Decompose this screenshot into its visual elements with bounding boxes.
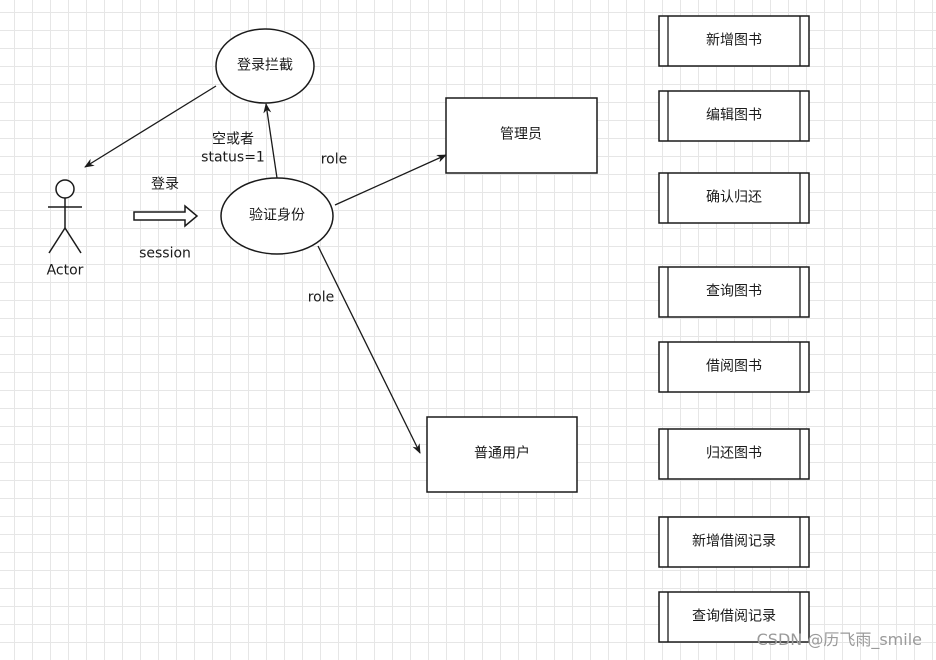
function-box-outline (658, 90, 810, 142)
function-box-outline (658, 15, 810, 67)
actor-label: Actor (46, 262, 84, 279)
actor-figure (48, 179, 82, 254)
function-box-label: 归还图书 (706, 445, 762, 462)
verify-to-user-arrow (317, 245, 421, 454)
verify-to-admin-arrow (334, 154, 447, 206)
verify-label: 验证身份 (249, 207, 305, 224)
function-box-outline (658, 516, 810, 568)
function-box (658, 341, 810, 393)
function-box (658, 90, 810, 142)
function-box-outline (658, 341, 810, 393)
actor-head (55, 179, 75, 199)
actor-right-leg (64, 227, 82, 254)
function-box-label: 编辑图书 (706, 107, 762, 124)
watermark: CSDN @历飞雨_smile (756, 630, 922, 649)
function-box-label: 查询图书 (706, 283, 762, 300)
function-box-outline (658, 428, 810, 480)
function-box (658, 516, 810, 568)
login-hollow-arrow (133, 204, 199, 228)
function-box-outline (658, 266, 810, 318)
verify-to-intercept-arrow (263, 103, 278, 179)
user-label: 普通用户 (474, 445, 530, 462)
function-box-label: 新增图书 (706, 32, 762, 49)
user-box (426, 416, 578, 493)
admin-label: 管理员 (500, 126, 542, 143)
login-label: 登录 (151, 176, 179, 193)
function-box (658, 266, 810, 318)
function-boxes (658, 15, 810, 643)
function-box-outline (658, 172, 810, 224)
role-admin-label: role (320, 151, 348, 168)
intercept-condition-line1: 空或者 (212, 131, 254, 148)
intercept-to-actor-arrow (84, 85, 217, 168)
function-box-label: 借阅图书 (706, 358, 762, 375)
function-box-outline (658, 591, 810, 643)
function-box (658, 15, 810, 67)
intercept-condition-line2: status=1 (201, 149, 265, 166)
function-box (658, 172, 810, 224)
actor-left-leg (48, 227, 66, 254)
intercept-label: 登录拦截 (237, 57, 293, 74)
function-box (658, 591, 810, 643)
role-user-label: role (307, 289, 335, 306)
function-box-label: 确认归还 (706, 189, 762, 206)
function-box-label: 新增借阅记录 (692, 533, 776, 550)
function-box (658, 428, 810, 480)
session-label: session (139, 245, 191, 262)
intercept-ellipse (215, 28, 315, 104)
function-box-label: 查询借阅记录 (692, 608, 776, 625)
admin-box (445, 97, 598, 174)
